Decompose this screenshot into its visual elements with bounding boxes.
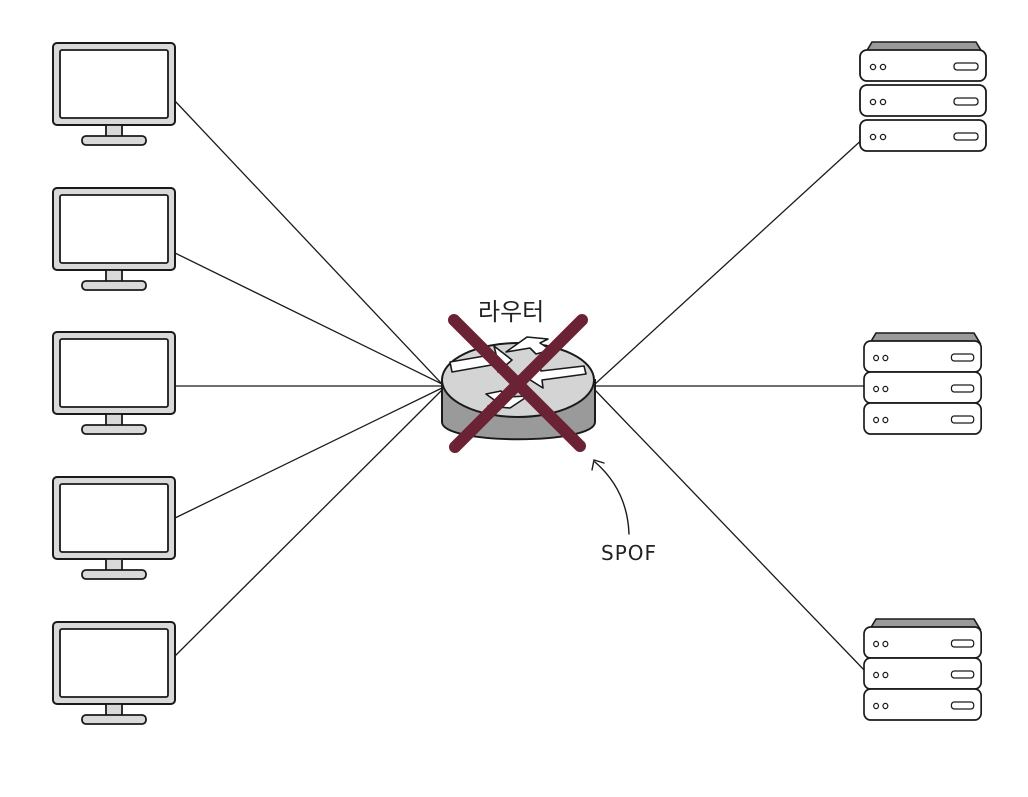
server-icon [859,119,987,152]
client-links [174,100,443,657]
link-server-1 [594,135,867,385]
server-icon [863,340,983,373]
router-label: 라우터 [478,298,545,326]
server-icon [863,626,983,659]
server-icon [863,688,983,721]
spof-label: SPOF [601,541,658,565]
server-icon [863,402,983,435]
monitor-icon [52,621,176,725]
server-icon [859,49,987,82]
client-monitors [52,42,176,725]
failure-x-icon [448,314,588,453]
monitor-icon [52,476,176,580]
server-stack-3 [863,618,983,721]
link-client-4 [174,387,443,519]
monitor-icon [52,42,176,146]
server-icon [859,84,987,117]
server-icon [863,657,983,690]
monitor-icon [52,331,176,435]
spof-arrow-icon [591,459,630,535]
server-links [594,135,867,673]
link-server-3 [594,389,867,673]
link-client-1 [174,100,443,385]
monitor-icon [52,187,176,291]
link-client-5 [174,389,443,657]
link-client-2 [174,252,443,385]
server-stack-1 [859,41,987,152]
server-icon [863,371,983,404]
server-stack-2 [863,332,983,435]
